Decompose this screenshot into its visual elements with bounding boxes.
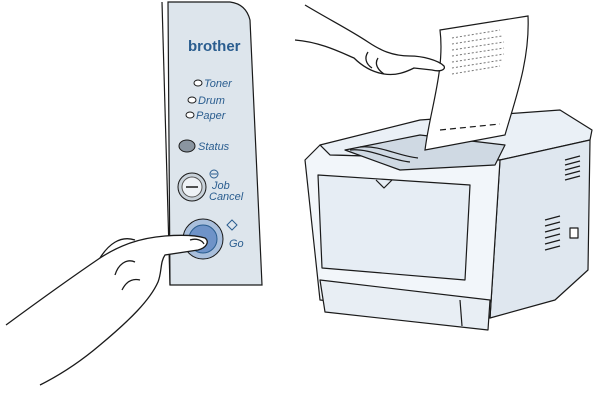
- paper-label: Paper: [196, 110, 227, 122]
- paper-led-icon: [186, 112, 194, 118]
- toner-label: Toner: [204, 78, 233, 90]
- toner-led-icon: [194, 80, 202, 86]
- pulling-hand: [295, 5, 444, 75]
- power-switch-icon: [570, 228, 578, 238]
- go-label: Go: [229, 238, 244, 250]
- drum-label: Drum: [198, 95, 225, 107]
- status-label: Status: [198, 141, 230, 153]
- status-led-icon: [179, 140, 195, 152]
- cancel-label: Cancel: [209, 191, 244, 203]
- brand-logo: brother: [188, 38, 241, 55]
- status-indicator: Status: [179, 140, 230, 153]
- drum-led-icon: [188, 97, 196, 103]
